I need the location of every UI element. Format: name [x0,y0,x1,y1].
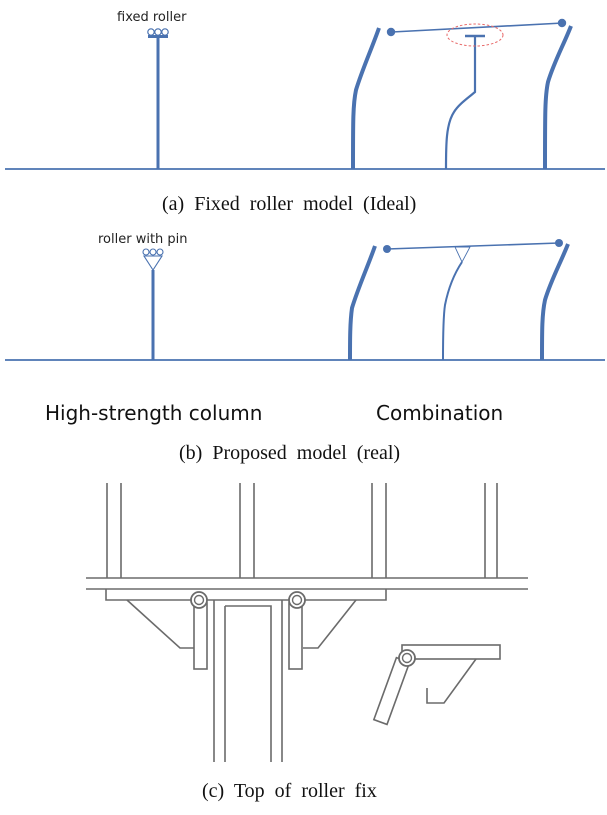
beam-a [391,22,564,33]
panel-a: fixed roller (a) Fixed roller model (Ide… [5,10,605,215]
right-column-a [543,25,573,170]
caption-b: (b) Proposed model (real) [179,442,400,464]
combination-frame-a [351,18,573,170]
left-column-b [348,245,377,361]
combination-frame-b [348,239,570,361]
upper-pipes [106,483,498,578]
beam-b [386,242,560,250]
fixed-roller-icon [147,28,169,38]
caption-c: (c) Top of roller fix [202,780,377,802]
right-column-b [540,243,570,361]
right-roller-icon [288,591,306,609]
combination-title: Combination [376,401,503,425]
caption-a: (a) Fixed roller model (Ideal) [162,193,416,215]
left-column-a [351,27,381,170]
panel-c: (c) Top of roller fix [86,483,528,802]
detached-roller-detail [372,644,501,726]
highlight-ellipse [446,23,504,47]
fixture-bracket [105,589,387,762]
middle-column-a [444,37,477,170]
fixed-roller-label: fixed roller [117,10,187,25]
pinned-roller-icon [142,248,164,272]
middle-column-b [442,261,463,361]
roller-with-pin-label: roller with pin [98,232,188,247]
high-strength-column-title: High-strength column [45,401,262,425]
panel-b: roller with pin High-strength column Com… [5,232,605,464]
left-roller-icon [190,591,208,609]
horizontal-rail [86,577,528,590]
